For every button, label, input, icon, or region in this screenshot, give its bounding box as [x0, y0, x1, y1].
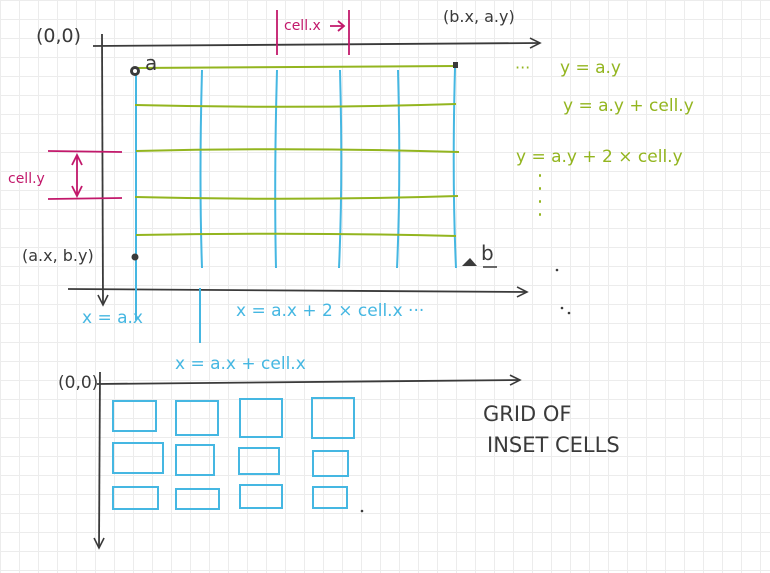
inset-cell: [239, 484, 283, 509]
y-eq-dots: ···: [515, 58, 530, 77]
cell-y-annotation: cell.y: [8, 150, 123, 200]
origin-bottom-label: (0,0): [58, 373, 98, 393]
vertical-line: [199, 69, 203, 269]
point-b-dot: [462, 258, 477, 266]
top-axes: (0,0): [36, 25, 542, 307]
origin-top-label: (0,0): [36, 25, 81, 47]
cell-y-label: cell.y: [8, 171, 45, 187]
inset-cells: [112, 397, 355, 510]
inset-cell: [311, 397, 355, 439]
corner-bottom-left-label: (a.x, b.y): [22, 246, 94, 265]
x-eq-2: x = a.x + 2 × cell.x ···: [236, 301, 424, 321]
y-equations: ··· y = a.y y = a.y + cell.y y = a.y + 2…: [515, 58, 694, 226]
inset-cell: [312, 450, 349, 477]
corner-top-right-dot: [453, 62, 458, 68]
inset-cell: [175, 444, 215, 476]
top-x-axis: [92, 37, 542, 49]
y-eq-2: y = a.y + cell.y: [563, 96, 694, 116]
vertical-grid-lines: [135, 67, 457, 343]
points: a (b.x, a.y) (a.x, b.y) b: [22, 7, 515, 268]
horizontal-line: [135, 148, 460, 153]
vertical-line: [452, 67, 457, 269]
top-x-axis-lower: [67, 286, 529, 298]
stray-dot: [567, 311, 571, 315]
corner-top-right-label: (b.x, a.y): [443, 7, 515, 26]
horizontal-line: [135, 232, 457, 237]
y-eq-3: y = a.y + 2 × cell.y: [516, 147, 683, 167]
point-a-label: a: [145, 51, 157, 75]
grid-title-line1: GRID OF: [483, 402, 572, 426]
point-a-dot-inner: [133, 69, 137, 73]
cell-y-tick-top: [47, 150, 123, 153]
cell-x-annotation: cell.x: [276, 10, 350, 55]
horizontal-line: [134, 195, 459, 200]
corner-bottom-left-dot: [131, 253, 139, 261]
cell-y-tick-bottom: [47, 197, 123, 200]
grid-title-line2: INSET CELLS: [487, 433, 620, 457]
point-b-label: b: [481, 241, 494, 265]
cell-y-arrow: [71, 152, 83, 199]
grid-title: GRID OF INSET CELLS: [483, 402, 620, 457]
bottom-x-axis: [96, 374, 522, 386]
inset-cell: [112, 442, 164, 474]
horizontal-grid-lines: [134, 65, 460, 237]
bottom-y-axis: [93, 371, 105, 550]
bottom-axes: (0,0): [58, 371, 522, 550]
top-y-axis: [97, 33, 109, 307]
horizontal-line: [134, 103, 457, 108]
y-eq-1: y = a.y: [560, 58, 621, 78]
inset-cell: [112, 400, 157, 432]
x-eq-3: x = a.x + cell.x: [175, 354, 306, 374]
inset-cell: [238, 447, 280, 475]
vertical-line: [338, 69, 343, 269]
inset-cell: [239, 398, 283, 438]
cell-x-arrow: [330, 20, 346, 32]
vertical-line: [396, 69, 401, 269]
inset-cell: [175, 400, 219, 436]
inset-cell: [175, 488, 220, 510]
stray-dot: [360, 509, 364, 513]
inset-cell: [112, 486, 159, 510]
stray-dot: [555, 268, 559, 272]
inset-cell: [312, 486, 348, 509]
x-equations: x = a.x x = a.x + 2 × cell.x ··· x = a.x…: [82, 301, 424, 374]
stray-dot: [560, 306, 564, 310]
cell-x-label: cell.x: [284, 18, 321, 34]
x-eq-1: x = a.x: [82, 308, 143, 328]
vertical-line: [274, 69, 278, 269]
horizontal-line: [134, 65, 457, 69]
stray-dots: [360, 268, 571, 513]
